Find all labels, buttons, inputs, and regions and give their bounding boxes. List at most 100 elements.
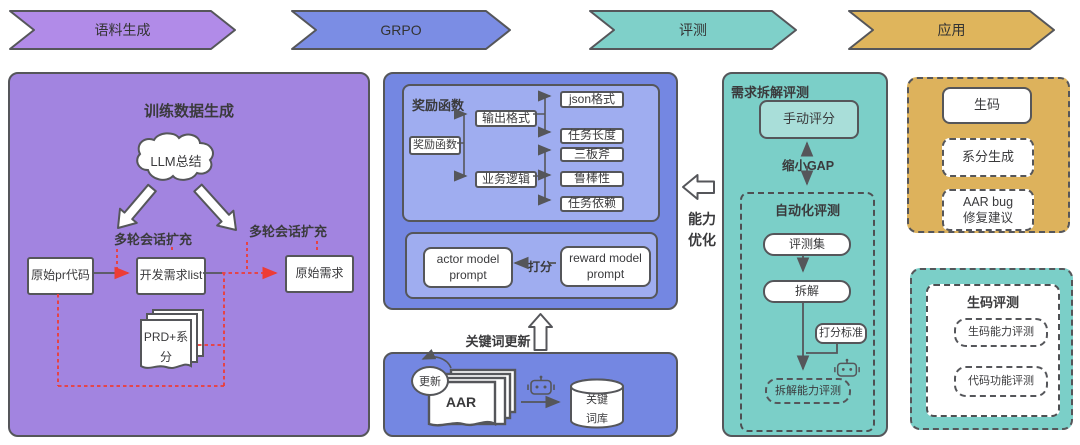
node-origin-requirement: 原始需求: [285, 255, 354, 293]
auto-eval-group: 自动化评测 评测集 拆解 打分标准 拆解能力评测: [740, 192, 875, 432]
keyword-database: 关键 词库: [568, 377, 626, 430]
expand-label-right: 多轮会话扩充: [248, 224, 327, 239]
robot-icon: [834, 358, 860, 377]
panel-aar-keywords: AAR 更新 关键 词库: [383, 352, 678, 437]
node-eval-set: 评测集: [763, 233, 851, 256]
phase-label: 评测: [679, 22, 707, 38]
node-aar-bug-fix: AAR bug 修复建议: [942, 189, 1034, 231]
keyword-update-label: 关键词更新: [465, 334, 531, 349]
node-label-line1: AAR bug: [962, 194, 1014, 209]
node-actor-model-prompt: actor model prompt: [423, 247, 513, 288]
capability-line1: 能力: [688, 211, 716, 227]
cloud-icon: [136, 132, 214, 181]
node-codegen: 生码: [942, 87, 1032, 124]
aar-document: AAR: [423, 368, 525, 432]
node-label: 生码: [973, 97, 1000, 113]
node-label: 系分生成: [961, 149, 1014, 165]
node-label: 手动评分: [782, 111, 835, 127]
node-decompose-ability-eval: 拆解能力评测: [765, 378, 851, 404]
node-label-line1: reward model: [569, 250, 642, 265]
node-label: 鲁棒性: [573, 171, 610, 186]
panel-apply: 生码 系分生成 AAR bug 修复建议: [907, 77, 1070, 233]
panel-demand-eval: 需求拆解评测 手动评分 缩小GAP 自动化评测 评测集 拆解 打分标准: [722, 72, 888, 437]
node-label: 开发需求list: [139, 268, 203, 283]
panel-title: 训练数据生成: [143, 103, 234, 120]
node-codegen-ability-eval: 生码能力评测: [954, 318, 1048, 347]
prd-document: PRD+系 分: [133, 308, 205, 382]
node-label: 任务依赖: [567, 196, 616, 211]
node-label: 奖励函数: [413, 139, 457, 152]
cloud-label: LLM总结: [150, 154, 202, 169]
node-label: 原始pr代码: [31, 268, 90, 283]
chevron-shape: [291, 10, 511, 50]
node-label-line1: actor model: [436, 251, 500, 266]
node-raw-pr-code: 原始pr代码: [27, 257, 94, 295]
update-label: 更新: [419, 376, 441, 388]
chevron-shape: [589, 10, 797, 50]
node-label: 拆解: [794, 283, 819, 298]
node-sys-design-gen: 系分生成: [942, 138, 1034, 177]
db-label-line1: 关键: [586, 394, 608, 406]
group-label: 奖励函数: [412, 98, 465, 113]
document-stack-icon: [427, 368, 517, 427]
node-label: 评测集: [788, 236, 825, 251]
block-arrow-left-icon: [682, 174, 715, 200]
panel-grpo: 奖励函数 奖励函数 输出格式 业务逻辑 json格式 任务长度 三板斧 鲁棒性: [383, 72, 678, 310]
group-title: 自动化评测: [774, 203, 840, 218]
node-manual-score: 手动评分: [759, 100, 859, 139]
phase-banner-corpus: 语料生成: [8, 10, 237, 50]
node-label: 生码能力评测: [968, 326, 1034, 339]
update-badge: 更新: [411, 366, 449, 396]
robot: [833, 358, 861, 379]
database-icon: [570, 378, 624, 429]
phase-label: 应用: [937, 22, 966, 38]
node-label: 打分标准: [819, 327, 863, 340]
node-robustness: 鲁棒性: [560, 171, 624, 187]
robot: [526, 375, 556, 397]
node-dev-requirement-list: 开发需求list: [136, 257, 206, 295]
score-arrow-label: 打分: [528, 260, 553, 274]
prompt-group: actor model prompt reward model prompt 打…: [405, 232, 658, 299]
node-label-line2: prompt: [449, 267, 487, 282]
node-label: 代码功能评测: [968, 375, 1034, 388]
node-label: 三板斧: [573, 146, 610, 161]
document-stack-icon: [140, 309, 204, 369]
doc-label-line1: PRD+系: [143, 330, 189, 344]
capability-optimization-label: 能力 优化: [684, 209, 720, 251]
reward-function-group: 奖励函数 奖励函数 输出格式 业务逻辑 json格式 任务长度 三板斧 鲁棒性: [402, 84, 660, 222]
codegen-eval-group: 生码评测 生码能力评测 代码功能评测: [926, 284, 1060, 417]
node-decompose: 拆解: [763, 280, 851, 303]
doc-label: AAR: [445, 394, 477, 410]
phase-label: 语料生成: [94, 22, 151, 38]
node-label: 输出格式: [481, 110, 530, 125]
panel-codegen-eval: 生码评测 生码能力评测 代码功能评测: [910, 268, 1073, 430]
node-label: 任务长度: [567, 128, 616, 143]
capability-line2: 优化: [688, 232, 716, 248]
node-code-function-eval: 代码功能评测: [954, 366, 1048, 397]
robot-icon: [527, 375, 555, 395]
node-reward-model-prompt: reward model prompt: [560, 246, 651, 287]
node-label: 拆解能力评测: [775, 384, 841, 397]
chevron-shape: [9, 10, 236, 50]
node-label-line2: prompt: [586, 266, 625, 281]
phase-label: GRPO: [380, 22, 422, 38]
phase-banner-eval: 评测: [588, 10, 798, 50]
node-business-logic: 业务逻辑: [475, 171, 537, 188]
gap-label: 缩小GAP: [781, 159, 835, 173]
llm-cloud: LLM总结: [132, 130, 220, 188]
node-task-dependency: 任务依赖: [560, 196, 624, 212]
node-label: json格式: [568, 91, 615, 106]
block-arrow-up-icon: [528, 313, 553, 351]
node-three-axes: 三板斧: [560, 147, 624, 162]
doc-label-line2: 分: [159, 350, 172, 364]
node-label-line2: 修复建议: [962, 211, 1013, 225]
group-title: 生码评测: [966, 295, 1019, 310]
expand-label-left: 多轮会话扩充: [113, 232, 192, 247]
node-reward-function: 奖励函数: [409, 136, 461, 155]
chevron-shape: [848, 10, 1055, 50]
node-output-format: 输出格式: [475, 110, 537, 127]
phase-banner-apply: 应用: [847, 10, 1056, 50]
node-json-format: json格式: [560, 91, 624, 108]
node-label: 业务逻辑: [481, 171, 530, 186]
